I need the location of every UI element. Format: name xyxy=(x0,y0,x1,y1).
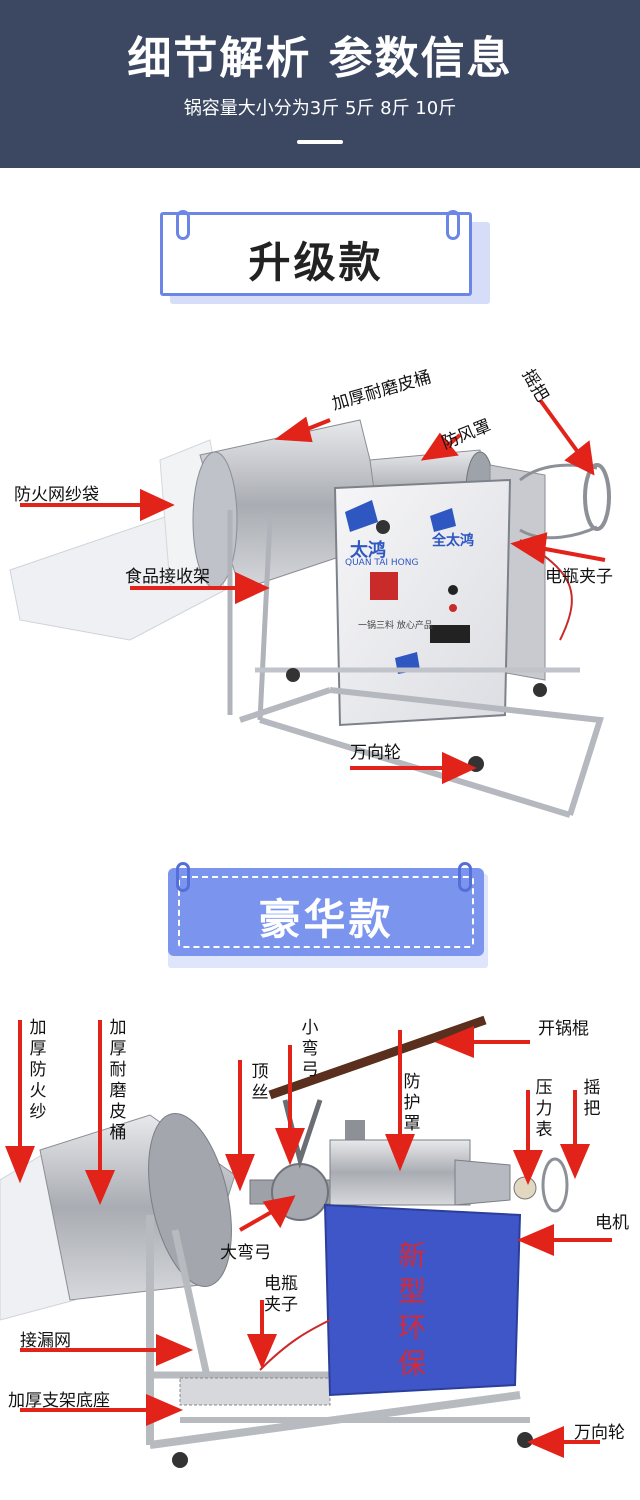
section-title-deluxe: 豪华款 xyxy=(258,895,394,944)
callout-open-rod: 开锅棍 xyxy=(538,1019,589,1039)
paperclip-icon xyxy=(446,210,460,240)
machine-slogan: 一锅三料 放心产品 xyxy=(358,621,433,631)
callout-leak-net: 接漏网 xyxy=(20,1331,71,1351)
deluxe-callout-arrows xyxy=(5,1020,612,1459)
callout-caster: 万向轮 xyxy=(574,1423,625,1443)
upgraded-machine-illustration: 加厚耐磨皮桶 防风罩 摇把 防火网纱袋 食品接收架 电瓶夹子 万向轮 全太鸿 太… xyxy=(0,340,640,830)
callout-pressure-gauge: 压力表 xyxy=(535,1078,553,1140)
upgraded-callout-arrows xyxy=(20,398,606,785)
callout-motor: 电机 xyxy=(595,1213,629,1233)
deluxe-machine-illustration: 加厚防火纱 加厚耐磨皮桶 顶丝 小弯弓 开锅棍 防护罩 压力表 摇把 电机 大弯… xyxy=(0,1000,640,1500)
callout-handle: 摇把 xyxy=(583,1078,601,1119)
callout-base: 加厚支架底座 xyxy=(8,1391,110,1411)
section-title-upgraded: 升级款 xyxy=(248,238,384,287)
page-title: 细节解析 参数信息 xyxy=(127,33,513,84)
machine-brand-label: 全太鸿 xyxy=(432,533,474,549)
cabinet-panel-text: 新型环保 xyxy=(397,1239,426,1380)
callout-battery-clip: 电瓶夹子 xyxy=(264,1274,298,1315)
banner-body xyxy=(168,868,484,956)
banner-card xyxy=(160,212,472,296)
callout-fire-gauze: 加厚防火纱 xyxy=(29,1018,47,1122)
section-banner-upgraded: 升级款 xyxy=(160,210,490,304)
callout-top-screw: 顶丝 xyxy=(251,1062,269,1103)
callout-fire-bag: 防火网纱袋 xyxy=(14,485,99,505)
machine-brand-short: 太鸿 xyxy=(350,540,386,561)
machine-pinyin: QUAN TAI HONG xyxy=(345,558,419,568)
header-divider xyxy=(297,140,343,144)
callout-small-bow: 小弯弓 xyxy=(301,1018,319,1080)
callout-thick-drum: 加厚耐磨皮桶 xyxy=(109,1018,127,1143)
deluxe-machine-drawing xyxy=(0,1015,612,1468)
section-banner-deluxe: 豪华款 xyxy=(158,862,498,968)
callout-big-bow: 大弯弓 xyxy=(220,1243,271,1263)
paperclip-icon xyxy=(176,210,190,240)
callout-battery-clip: 电瓶夹子 xyxy=(545,567,613,587)
header-banner: 细节解析 参数信息 锅容量大小分为3斤 5斤 8斤 10斤 xyxy=(0,0,640,168)
paperclip-icon xyxy=(176,862,190,892)
callout-guard: 防护罩 xyxy=(403,1072,421,1134)
upgraded-machine-drawing xyxy=(9,398,611,818)
callout-caster: 万向轮 xyxy=(350,743,401,763)
paperclip-icon xyxy=(458,862,472,892)
banner-dashed-border xyxy=(178,876,474,948)
page-subtitle: 锅容量大小分为3斤 5斤 8斤 10斤 xyxy=(183,98,457,119)
callout-food-rack: 食品接收架 xyxy=(125,567,210,587)
